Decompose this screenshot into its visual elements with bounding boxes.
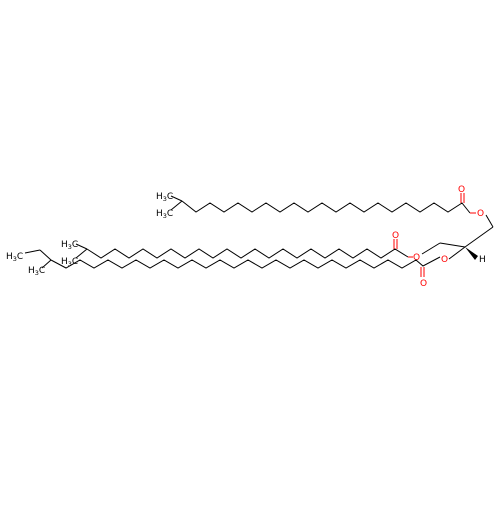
chain-3-ethyl-bond [39,249,52,261]
glycerol-c3-o2 [421,242,441,255]
chain-3-backbone [50,256,441,269]
chain-1-methyl-upper: H3C [156,192,173,203]
chain-3: H3C H3C O O [6,249,448,289]
chain-3-terminal-bond [24,249,41,254]
chain-2-backbone [86,248,409,259]
chain-2-methyl-upper: H3C [61,240,78,251]
stereo-wedge-bond [465,247,478,260]
chain-3-terminal-methyl: H3C [6,252,23,263]
chain-2-branch-lower [75,248,88,259]
chain-1: H3C H3C O O [156,185,484,220]
glycerol-backbone: H [421,214,494,265]
chain-2-branch-upper [75,243,88,250]
chain-3-carbonyl-oxygen: O [420,279,427,289]
stereo-hydrogen: H [479,255,486,265]
chain-3-methyl-bond [41,259,52,269]
chain-1-branch-lower [170,200,183,211]
glycerol-c2-c3 [439,242,466,248]
chain-3-ester-oxygen: O [441,255,448,265]
chain-2-carbonyl-oxygen: O [392,231,399,241]
chain-2-methyl-lower: H3C [61,257,78,268]
glycerol-c2-o3 [448,246,466,260]
chain-1-ester-oxygen: O [477,209,484,219]
glycerol-c1-c2 [464,226,494,248]
chain-2-ester-oxygen: O [413,253,420,263]
chain-3-branch-methyl: H3C [28,266,45,277]
glycerol-o1-c1 [485,214,494,228]
chain-1-methyl-lower: H3C [156,209,173,220]
chain-1-carbonyl-oxygen: O [458,185,465,195]
chain-1-backbone [181,200,471,214]
chain-1-branch-upper [170,195,183,202]
chain-2: H3C H3C O O [61,231,420,268]
